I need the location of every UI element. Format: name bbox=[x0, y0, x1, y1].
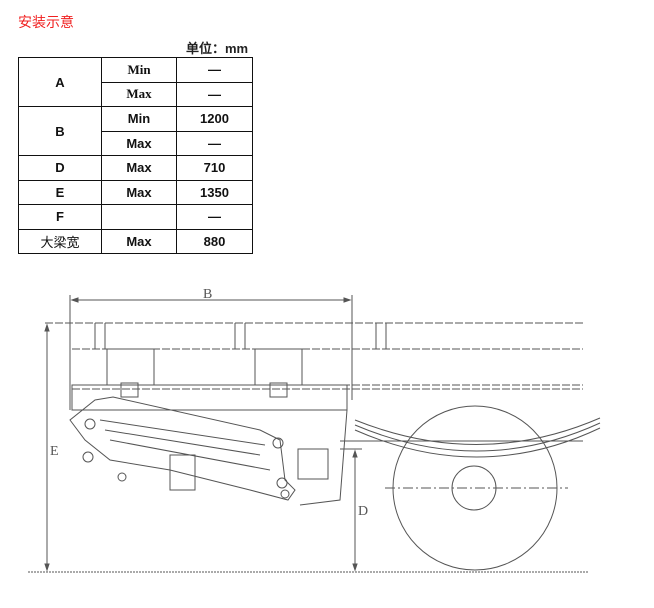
limit-cell: Max bbox=[101, 81, 177, 107]
param-cell: B bbox=[18, 106, 102, 156]
label-b: B bbox=[203, 287, 212, 302]
section-title: 安装示意 bbox=[18, 14, 74, 30]
value-cell: — bbox=[176, 81, 253, 107]
value-cell: 1200 bbox=[176, 106, 253, 132]
limit-cell bbox=[101, 204, 177, 230]
table-row: Max— bbox=[19, 81, 253, 107]
label-e: E bbox=[50, 444, 59, 459]
leaf-spring bbox=[354, 417, 601, 458]
value-cell: 880 bbox=[176, 228, 253, 254]
unit-label: 单位：mm bbox=[186, 41, 249, 56]
dimension-b: B bbox=[69, 287, 353, 410]
param-cell: E bbox=[18, 179, 102, 205]
dimension-d: D bbox=[340, 448, 368, 572]
limit-cell: Min bbox=[101, 57, 177, 83]
limit-cell: Max bbox=[101, 228, 177, 254]
dimension-e: E bbox=[44, 323, 59, 572]
wheel bbox=[385, 405, 568, 571]
label-d: D bbox=[358, 504, 368, 519]
tail-lift-mechanism bbox=[69, 396, 329, 501]
value-cell: — bbox=[176, 57, 253, 83]
param-cell: A bbox=[18, 57, 102, 107]
value-cell: — bbox=[176, 204, 253, 230]
limit-cell: Max bbox=[101, 155, 177, 181]
truck-frame bbox=[45, 322, 583, 506]
limit-cell: Min bbox=[101, 106, 177, 132]
